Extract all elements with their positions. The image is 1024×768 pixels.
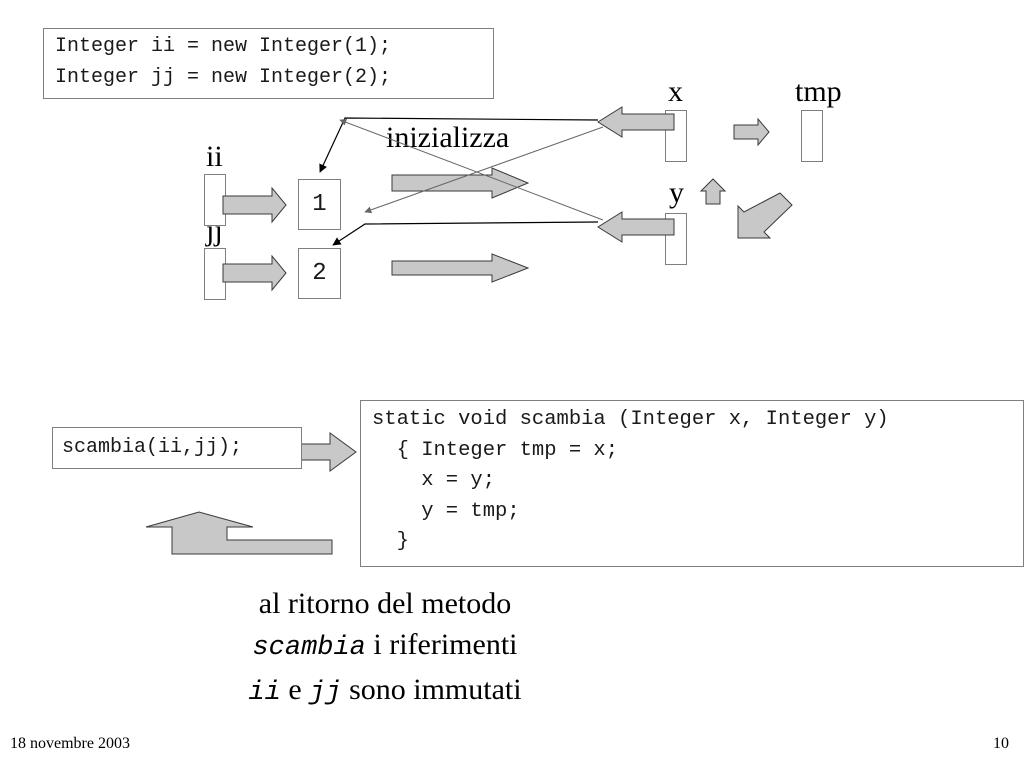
y-reference-line <box>332 221 599 246</box>
return-block-arrow <box>145 511 333 555</box>
x-reference-line <box>319 117 599 173</box>
init-code-line-1: Integer ii = new Integer(1); <box>55 35 392 58</box>
call-text: scambia(ii,jj); <box>62 436 243 459</box>
method-code-line-1: static void scambia (Integer x, Integer … <box>372 408 889 431</box>
footer-page-number: 10 <box>993 735 1009 752</box>
label-y: y <box>669 176 684 209</box>
method-code-line-4: y = tmp; <box>372 499 520 523</box>
y-to-x-up-block-arrow <box>699 178 727 205</box>
caption-line-3: ii e jj sono immutati <box>215 669 555 714</box>
label-ii: ii <box>206 140 223 173</box>
jj-to-2-block-arrow <box>222 254 287 292</box>
method-code-line-5: } <box>372 530 409 553</box>
integer-object-2: 2 <box>298 248 341 299</box>
method-code-line-3: x = y; <box>372 469 496 492</box>
label-inizializza: inizializza <box>386 121 510 154</box>
x-to-tmp-block-arrow <box>733 117 770 147</box>
caption-line-3-mid: e <box>280 673 310 706</box>
integer-object-2-value: 2 <box>312 260 327 287</box>
call-box: scambia(ii,jj); <box>52 427 302 469</box>
tmp-to-y-diagonal-block-arrow <box>737 192 793 239</box>
method-code-line-2: { Integer tmp = x; <box>372 438 619 462</box>
method-code-box: static void scambia (Integer x, Integer … <box>360 400 1024 567</box>
label-x: x <box>668 75 683 108</box>
swap-line-to-1 <box>364 126 604 214</box>
caption-line-1: al ritorno del metodo <box>258 587 512 620</box>
integer-object-1-value: 1 <box>312 191 327 218</box>
x-left-block-arrow <box>597 106 675 138</box>
caption: al ritorno del metodo scambia i riferime… <box>215 583 555 714</box>
caption-line-3-end: sono immutati <box>341 673 522 706</box>
caption-method-name: scambia <box>252 633 366 663</box>
caption-line-2: scambia i riferimenti <box>215 624 555 669</box>
caption-var-ii: ii <box>248 678 281 708</box>
init-code-line-2: Integer jj = new Integer(2); <box>55 65 392 89</box>
footer-date: 18 novembre 2003 <box>10 735 130 752</box>
swap-line-to-2 <box>339 118 604 221</box>
pass-2-block-arrow <box>391 253 530 283</box>
integer-object-1: 1 <box>298 179 341 230</box>
label-tmp: tmp <box>795 75 842 108</box>
y-left-block-arrow <box>597 211 675 243</box>
caption-line-2-text: i riferimenti <box>365 628 518 661</box>
ii-to-1-block-arrow <box>222 186 287 224</box>
call-block-arrow <box>298 432 357 472</box>
pass-1-block-arrow <box>391 167 530 199</box>
caption-var-jj: jj <box>309 678 342 708</box>
tmp-reference-cell <box>801 110 823 162</box>
init-code-box: Integer ii = new Integer(1); Integer jj … <box>43 28 494 99</box>
